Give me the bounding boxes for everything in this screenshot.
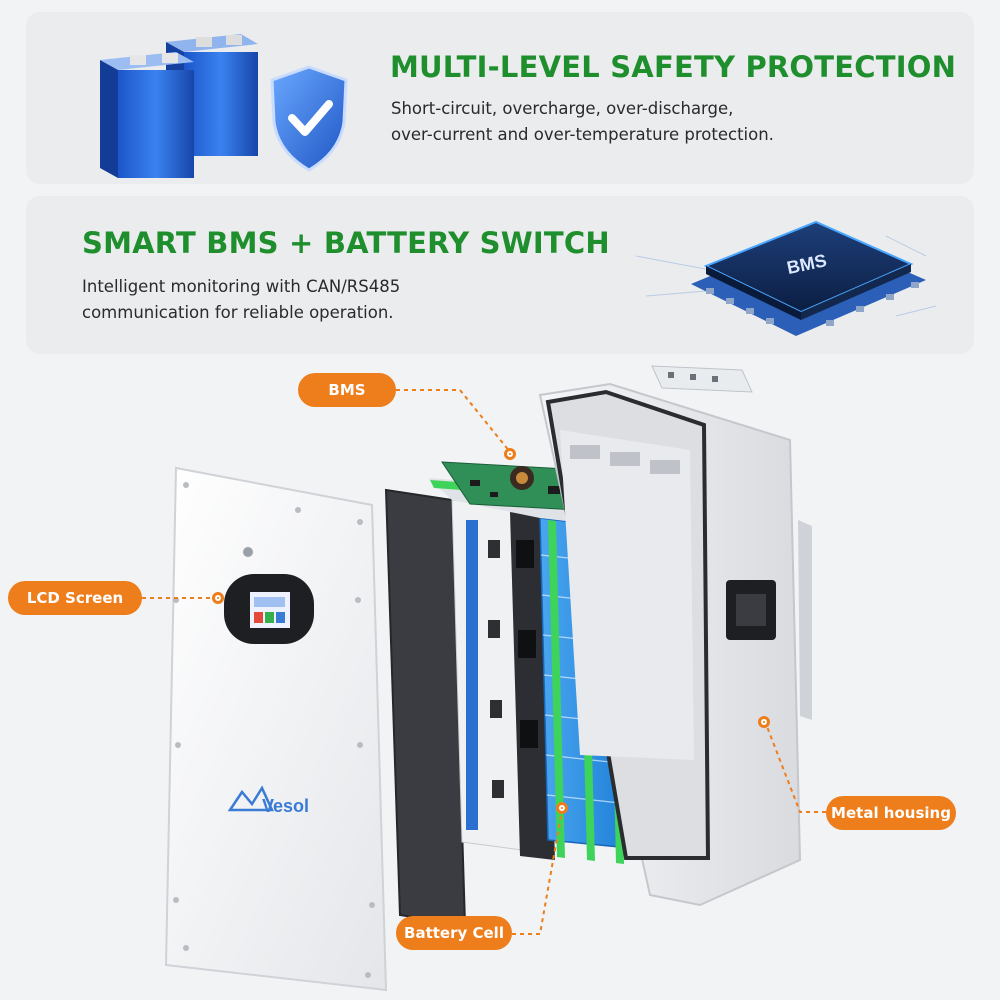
bms-callout-dot [504,448,516,460]
safety-protection-card: MULTI-LEVEL SAFETY PROTECTION Short-circ… [26,12,974,184]
metal-housing-callout-label: Metal housing [826,796,956,830]
lcd-callout-dot [212,592,224,604]
cell-module-rear [451,499,523,851]
shield-check-icon [270,65,348,172]
lcd-screen-callout-label: LCD Screen [8,581,142,615]
prismatic-cell-front [100,52,194,178]
bms-description-line-2: communication for reliable operation. [82,303,394,322]
smart-bms-card: SMART BMS + BATTERY SWITCH Intelligent m… [26,196,974,354]
bms-description-line-1: Intelligent monitoring with CAN/RS485 [82,277,401,296]
safety-title: MULTI-LEVEL SAFETY PROTECTION [390,50,957,84]
safety-description-line-2: over-current and over-temperature protec… [391,125,774,144]
bms-leader [396,389,511,453]
bms-title: SMART BMS + BATTERY SWITCH [82,226,610,260]
bms-description: Intelligent monitoring with CAN/RS485 co… [82,274,400,326]
cell-callout-dot [556,802,568,814]
metal-callout-dot [758,716,770,728]
vesol-logo: Vesol [227,785,309,816]
bms-chip-icon: BMS [635,220,937,336]
svg-text:Vesol: Vesol [262,796,309,816]
battery-shield-illustration [100,34,348,178]
bms-callout-label: BMS [298,373,396,407]
metal-housing [538,382,812,907]
battery-cell-callout-label: Battery Cell [396,916,512,950]
safety-description: Short-circuit, overcharge, over-discharg… [391,96,774,148]
safety-description-line-1: Short-circuit, overcharge, over-discharg… [391,99,734,118]
cell-leader [512,809,563,935]
metal-leader [765,723,826,813]
floating-pcb [651,365,753,393]
